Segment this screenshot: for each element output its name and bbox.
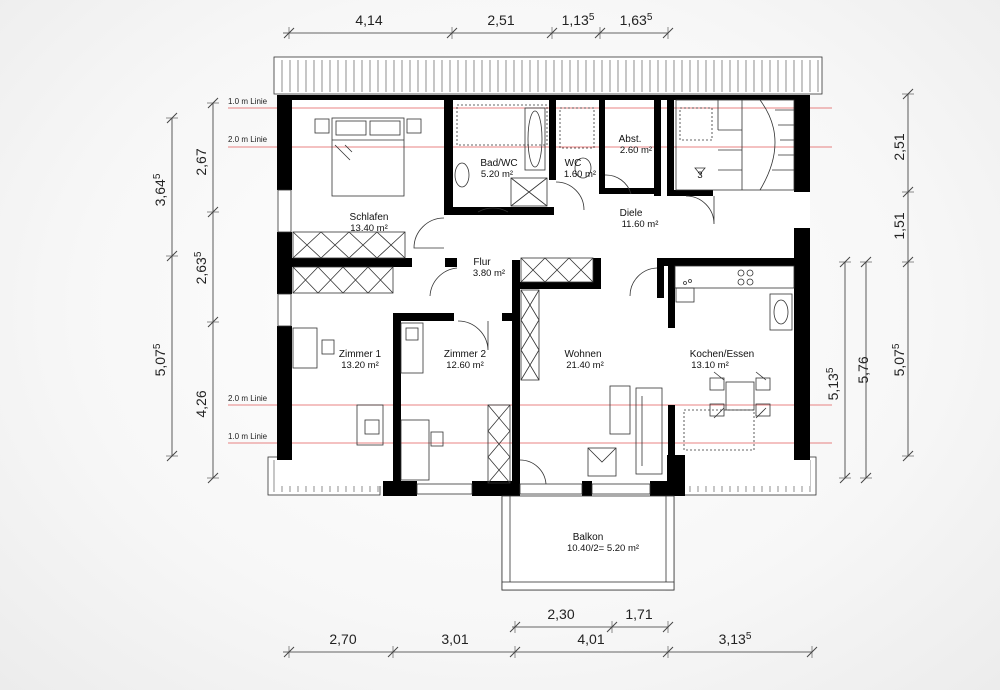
dim-left-outer-2: 5,075: [152, 343, 169, 376]
room-name-wc: WC: [565, 158, 582, 169]
room-area-kochen: 13.10 m²: [691, 360, 729, 371]
dim-bottom-upper-2: 1,71: [625, 606, 652, 622]
dim-top-2: 2,51: [487, 12, 514, 28]
room-area-wohnen: 21.40 m²: [566, 360, 604, 371]
walls: [277, 95, 810, 496]
dim-left-outer-1: 3,645: [152, 173, 169, 206]
furniture: [292, 99, 795, 484]
dim-bottom-upper-1: 2,30: [547, 606, 574, 622]
room-name-diele: Diele: [620, 208, 643, 219]
dim-top-1: 4,14: [355, 12, 382, 28]
dim-top-4: 1,635: [620, 12, 653, 29]
stair-number: 3: [697, 170, 702, 181]
wardrobe-icon: [292, 231, 594, 484]
dim-right-outer-2: 1,51: [891, 212, 907, 239]
dim-bottom-4: 3,135: [719, 631, 752, 648]
room-area-zimmer-2: 12.60 m²: [446, 360, 484, 371]
dim-bottom-2: 3,01: [441, 631, 468, 647]
room-area-wc: 1.60 m²: [564, 169, 596, 180]
height-line-label: 2.0 m Linie: [228, 394, 268, 403]
room-area-zimmer-1: 13.20 m²: [341, 360, 379, 371]
room-name-abst: Abst.: [619, 134, 642, 145]
dim-right-mid-1: 5,76: [855, 356, 871, 383]
room-area-bad: 5.20 m²: [481, 169, 513, 180]
dim-left-inner-1: 2,67: [193, 148, 209, 175]
height-line-label: 2.0 m Linie: [228, 135, 268, 144]
room-area-diele: 11.60 m²: [622, 219, 659, 230]
kitchen-icon: [674, 265, 795, 451]
dim-left-inner-2: 2,635: [193, 251, 210, 284]
room-name-zimmer-1: Zimmer 1: [339, 349, 382, 360]
room-area-balkon: 10.40/2= 5.20 m²: [567, 543, 639, 554]
room-name-wohnen: Wohnen: [564, 349, 601, 360]
dim-left-inner-3: 4,26: [193, 390, 209, 417]
room-name-flur: Flur: [473, 257, 491, 268]
dim-top-3: 1,135: [562, 12, 595, 29]
room-name-bad: Bad/WC: [480, 158, 517, 169]
dim-right-inner-1: 5,135: [825, 367, 842, 400]
room-labels: Schlafen 13.40 m² Bad/WC 5.20 m² WC 1.60…: [339, 134, 754, 554]
dim-bottom-1: 2,70: [329, 631, 356, 647]
height-line-label: 1.0 m Linie: [228, 432, 268, 441]
room-name-schlafen: Schlafen: [350, 212, 389, 223]
sofa-icon: [587, 385, 663, 477]
dimension-lines: 4,14 2,51 1,135 1,635 2,30 1,71 2,70 3,0…: [152, 12, 914, 658]
bathroom-fixtures-icon: [454, 104, 595, 207]
room-area-schlafen: 13.40 m²: [350, 223, 388, 234]
height-line-label: 1.0 m Linie: [228, 97, 268, 106]
room-name-zimmer-2: Zimmer 2: [444, 349, 487, 360]
balcony: [501, 495, 675, 591]
room-name-kochen: Kochen/Essen: [690, 349, 755, 360]
desk-icon: [292, 322, 444, 481]
room-area-flur: 3.80 m²: [473, 268, 505, 279]
double-bed-icon: [314, 117, 422, 197]
dim-right-outer-3: 5,075: [891, 343, 908, 376]
room-area-abst: 2.60 m²: [620, 145, 652, 156]
door-swings: [413, 174, 715, 485]
staircase-icon: [675, 99, 795, 191]
room-name-balkon: Balkon: [573, 532, 604, 543]
dim-bottom-3: 4,01: [577, 631, 604, 647]
dim-right-outer-1: 2,51: [891, 133, 907, 160]
